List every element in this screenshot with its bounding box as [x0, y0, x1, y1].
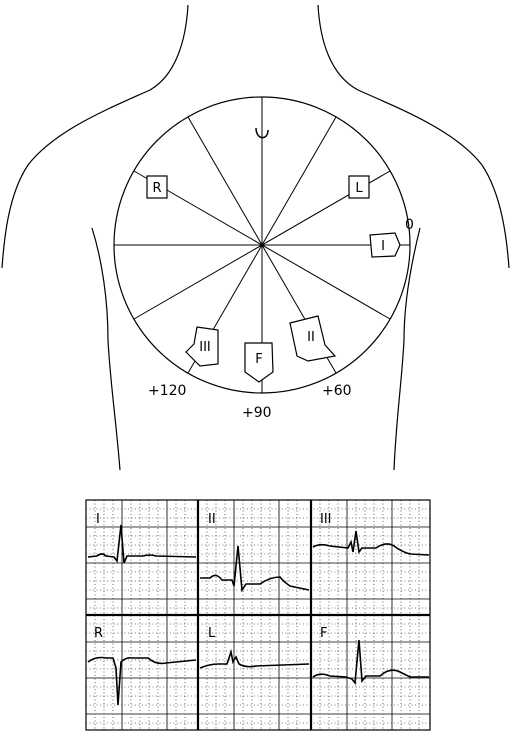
lead-tag-iii-label: III	[199, 340, 211, 355]
degree-label-90: +90	[242, 405, 272, 421]
electrode-l: L	[349, 176, 369, 198]
lead-tag-f: F	[245, 343, 273, 382]
lead-tag-i: I	[370, 233, 400, 257]
ecg-label-i: I	[96, 512, 100, 527]
lead-tag-i-label: I	[381, 239, 385, 254]
lead-tag-ii-label: II	[307, 330, 315, 345]
lead-tag-ii: II	[290, 316, 335, 361]
degree-label-120: +120	[148, 383, 186, 399]
ecg-label-iii: III	[320, 512, 332, 527]
electrode-l-label: L	[355, 181, 363, 196]
ecg-label-ii: II	[208, 512, 216, 527]
torso-outline	[2, 5, 509, 470]
lead-tag-f-label: F	[255, 352, 262, 367]
degree-label-60: +60	[322, 383, 352, 399]
ecg-label-r: R	[94, 626, 103, 641]
ecg-label-f: F	[320, 626, 327, 641]
ecg-grid: I II III R L F	[86, 500, 430, 730]
lead-tag-iii: III	[186, 327, 218, 366]
electrode-r: R	[147, 176, 167, 198]
degree-label-0: 0	[405, 217, 414, 233]
ecg-label-l: L	[208, 626, 216, 641]
electrode-r-label: R	[152, 181, 161, 196]
